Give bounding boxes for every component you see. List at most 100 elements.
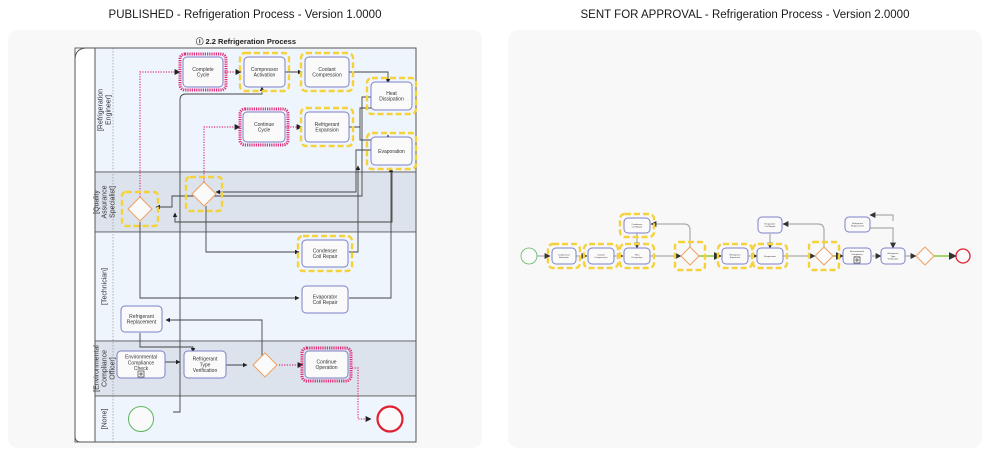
added-highlight: [365, 131, 418, 171]
task-box: [757, 216, 783, 234]
end-event[interactable]: [376, 405, 404, 433]
sequence-flow: [172, 168, 393, 223]
added-highlight: [618, 212, 656, 239]
gateway-diamond: [680, 246, 700, 266]
start-event[interactable]: [128, 406, 154, 432]
start-event[interactable]: [520, 247, 538, 265]
sequence-flow: [870, 227, 896, 249]
gateway-verification[interactable]: [252, 352, 278, 378]
task-box: [242, 111, 286, 143]
added-highlight: [299, 106, 355, 148]
sequence-flow: [139, 333, 196, 353]
task-box: [880, 247, 906, 265]
added-highlight: [673, 240, 707, 272]
sequence-flow: [215, 149, 371, 195]
added-highlight: [582, 242, 620, 270]
task-box: [182, 56, 224, 88]
sequence-flow: [349, 71, 391, 84]
subprocess-marker-icon: [137, 370, 145, 378]
task-label: Evaporation: [764, 255, 776, 258]
task-box: [370, 136, 413, 166]
gateway-verification[interactable]: [915, 246, 935, 266]
sequence-flow: [352, 367, 372, 422]
sequence-flow: [205, 206, 300, 255]
task-box: [304, 350, 349, 379]
task-box: [844, 216, 871, 233]
added-highlight: [120, 190, 160, 228]
task-box: [587, 247, 615, 265]
published-version-title: PUBLISHED - Refrigeration Process - Vers…: [108, 9, 382, 21]
task-box: [756, 247, 784, 265]
approval-diagram-panel[interactable]: [508, 30, 982, 448]
added-highlight: [546, 242, 582, 270]
task-box: [243, 56, 286, 88]
task-label: Evaporation: [378, 149, 405, 155]
task-box: [116, 350, 166, 379]
lane-label: [None]: [101, 409, 108, 430]
gateway-diamond: [252, 352, 278, 378]
added-highlight: [299, 51, 355, 93]
end-event[interactable]: [955, 248, 971, 264]
gateway-qa-check-2[interactable]: [807, 240, 841, 272]
gateway-qa-check-1[interactable]: [120, 190, 160, 228]
task-evaporation[interactable]: Evaporation: [365, 131, 418, 171]
added-highlight: [618, 242, 656, 270]
task-box: [370, 81, 413, 111]
task-box: [301, 285, 349, 314]
added-highlight: [751, 242, 789, 270]
gateway-qa-check-2[interactable]: [184, 175, 224, 213]
added-highlight: [296, 234, 354, 273]
lane-label: [EnvironmentalComplianceOfficer]: [93, 345, 116, 392]
gateway-qa-check-1[interactable]: [673, 240, 707, 272]
added-highlight: [238, 51, 291, 93]
task-box: [842, 247, 872, 265]
sequence-flow: [349, 165, 361, 253]
added-highlight: [807, 240, 841, 272]
sequence-flow: [349, 167, 394, 299]
task-evaporation[interactable]: Evaporation: [751, 242, 789, 270]
pool-border: [74, 47, 417, 443]
plus-icon: [855, 258, 859, 262]
diagram-title: ⓘ 2.2 Refrigeration Process: [195, 37, 297, 46]
gateway-diamond: [127, 196, 153, 222]
sequence-flow: [782, 221, 825, 248]
plus-icon: [139, 372, 143, 376]
sequence-flow: [203, 124, 241, 182]
added-highlight: [365, 76, 418, 116]
task-box: [120, 305, 163, 333]
